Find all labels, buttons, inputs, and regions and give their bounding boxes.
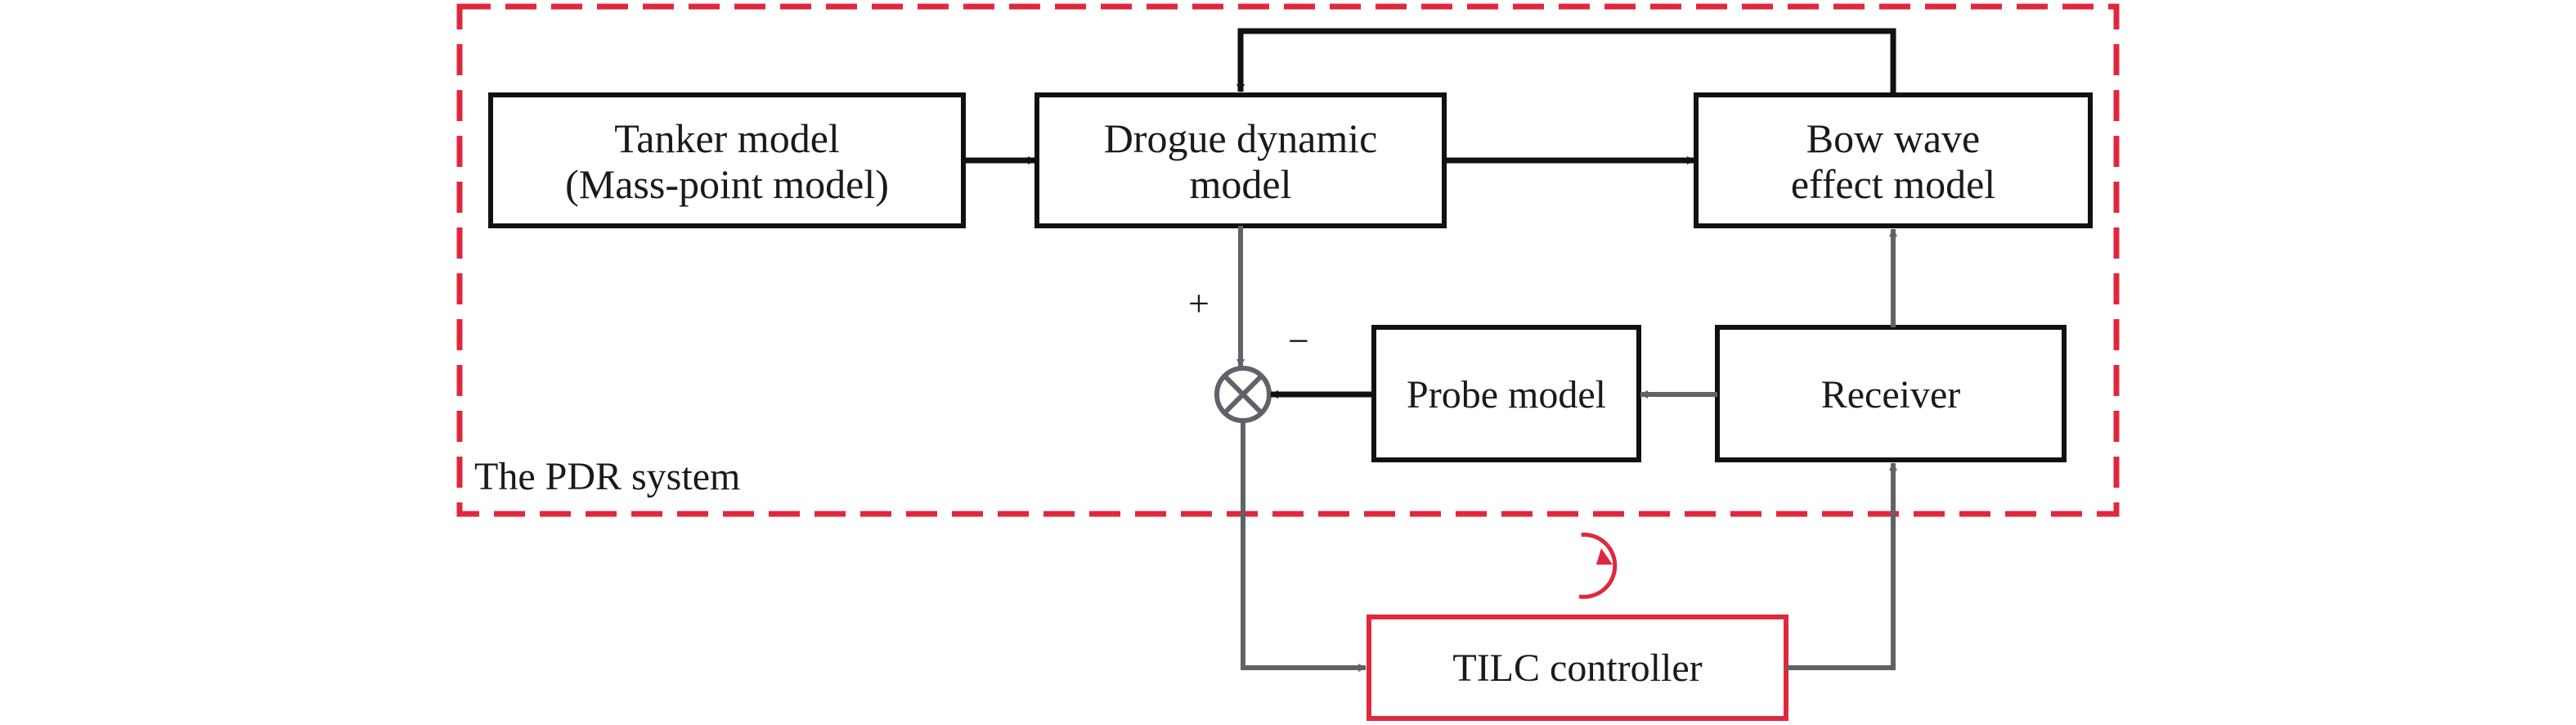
summing-junction [1214,366,1272,423]
arrow-tilc-to-receiver [1786,462,1897,670]
probe-label: Probe model [1407,373,1606,417]
iteration-cycle-icon [1578,532,1618,599]
pdr-system-boundary [456,3,2120,517]
bow-wave-effect-model-block: Bow wave effect model [1694,92,2093,228]
tanker-model-block: Tanker model (Mass-point model) [488,92,966,228]
receiver-label: Receiver [1821,373,1961,417]
minus-sign: − [1288,320,1309,362]
plus-sign: + [1188,282,1209,324]
tilc-controller-block: TILC controller [1367,615,1788,721]
probe-model-block: Probe model [1371,325,1641,462]
tanker-label-line2: (Mass-point model) [565,161,889,207]
tilc-label: TILC controller [1452,646,1702,690]
drogue-dynamic-model-block: Drogue dynamic model [1034,92,1447,228]
bow-wave-label-line1: Bow wave [1806,115,1980,161]
arrow-bow-wave-feedback-to-drogue [1236,28,1896,95]
drogue-label-line2: model [1190,161,1292,207]
tanker-label-line1: Tanker model [614,115,840,161]
system-label: The PDR system [474,455,740,498]
arrow-junction-to-tilc [1241,421,1367,672]
receiver-block: Receiver [1715,325,2067,462]
drogue-label-line1: Drogue dynamic [1104,115,1378,161]
bow-wave-label-line2: effect model [1791,161,1995,207]
